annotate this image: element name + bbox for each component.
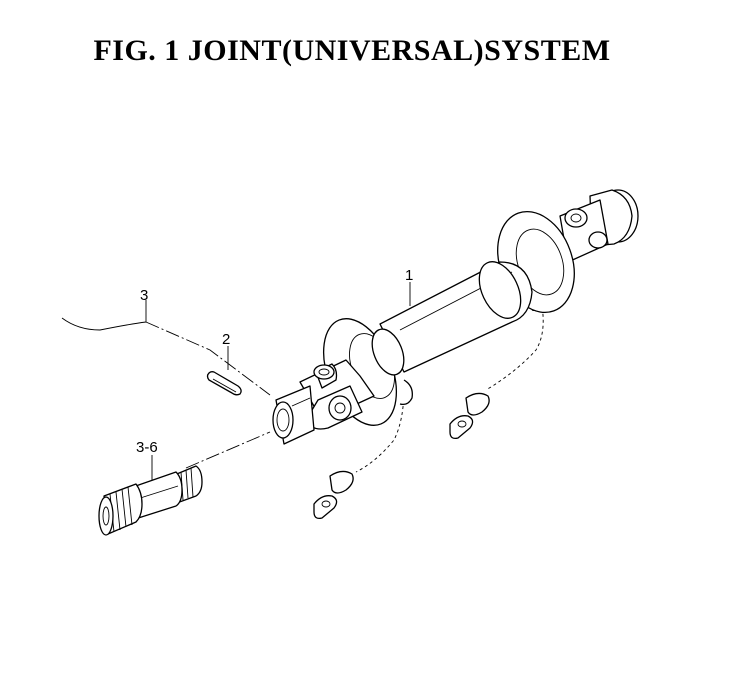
figure-title: FIG. 1 JOINT(UNIVERSAL)SYSTEM bbox=[93, 34, 611, 67]
assembly-centerline-lower bbox=[185, 431, 271, 469]
pin-part-2 bbox=[206, 371, 242, 396]
assembly-centerline bbox=[145, 321, 271, 396]
callout-2-label: 2 bbox=[222, 331, 230, 348]
callout-2: 2 bbox=[222, 331, 230, 370]
callout-3: 3 bbox=[61, 287, 148, 331]
callout-1: 1 bbox=[405, 267, 413, 306]
safety-chain-left bbox=[313, 379, 413, 520]
splined-shaft-part-3-6 bbox=[98, 465, 203, 536]
universal-joint-shaft-part-1 bbox=[272, 189, 639, 445]
callout-3-6: 3-6 bbox=[136, 439, 158, 485]
callout-3-label: 3 bbox=[140, 287, 148, 304]
callout-1-label: 1 bbox=[405, 267, 413, 284]
callout-3-6-label: 3-6 bbox=[136, 439, 158, 456]
